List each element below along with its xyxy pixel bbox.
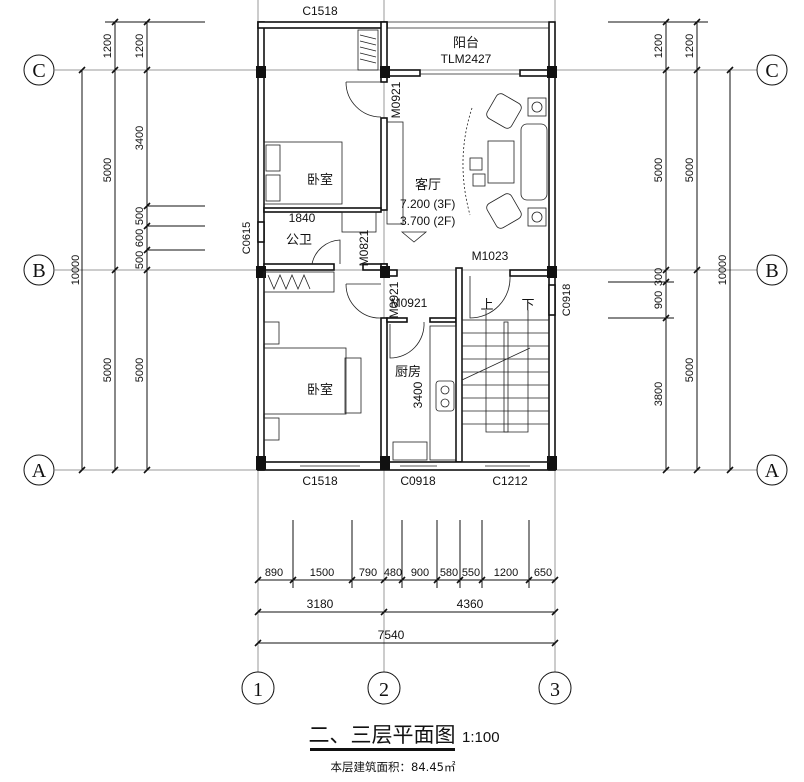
wardrobe-top: [357, 29, 379, 71]
door-label-bedroom-bottom: M0921: [391, 296, 428, 310]
axis-label-c-right: C: [765, 60, 778, 82]
sofa: [520, 123, 548, 201]
room-label-kitchen: 厨房: [395, 364, 421, 380]
dim-bottom: 1500: [310, 567, 334, 579]
room-label-bathroom: 公卫: [286, 233, 312, 248]
furniture: [263, 29, 550, 463]
dim-left-mid: 5000: [102, 158, 114, 182]
window-label-top: C1518: [302, 4, 338, 18]
floor-area-note: 本层建筑面积：84.45㎡: [331, 760, 456, 774]
window-label-bottom-1: C1518: [302, 474, 338, 488]
dim-right-inner: 1200: [653, 34, 665, 58]
axis-label-a-left: A: [32, 460, 47, 482]
door-label-entry: M1023: [472, 249, 509, 263]
dim-bottom-sub: 3180: [307, 597, 334, 611]
dim-bath-width: 1840: [289, 211, 316, 225]
dim-right-mid: 5000: [684, 158, 696, 182]
kitchen-sink: [392, 441, 428, 461]
coffee-table: [487, 140, 515, 184]
wardrobe-bottom: [263, 271, 335, 293]
dim-left-inner: 600: [134, 229, 146, 247]
dimensions-right: 1200 5000 300 900 3800 1200 5000 5000 10…: [608, 18, 734, 474]
dim-right-total: 10000: [717, 255, 729, 286]
stair-box: [461, 319, 550, 463]
dim-left-inner: 500: [134, 251, 146, 269]
door-label-bath: M0821: [357, 229, 371, 266]
dim-kitchen-length: 3400: [411, 381, 425, 408]
grid-axes: [55, 0, 757, 672]
dim-left-total: 10000: [70, 255, 82, 286]
bed-bottom: [263, 347, 347, 415]
dim-bottom-total: 7540: [378, 628, 405, 642]
title-block: 二、三层平面图 1:100 本层建筑面积：84.45㎡: [309, 723, 500, 774]
dim-left-inner: 3400: [134, 126, 146, 150]
window-label-bottom-2: C0918: [400, 474, 436, 488]
axis-bubbles: C B A C B A 1 2 3: [23, 54, 788, 705]
drawing-title: 二、三层平面图: [309, 723, 456, 747]
doors: [311, 81, 511, 359]
dim-left-mid: 1200: [102, 34, 114, 58]
elevation-3f: 7.200 (3F): [400, 197, 455, 211]
dim-bottom: 1200: [494, 567, 518, 579]
dim-right-inner: 900: [653, 291, 665, 309]
door-label-bedroom-bottom-vertical: M0921: [387, 281, 401, 318]
dim-left-inner: 5000: [134, 358, 146, 382]
room-label-balcony: 阳台: [453, 36, 479, 51]
dim-bottom: 890: [265, 567, 283, 579]
axis-label-b-right: B: [765, 260, 778, 282]
dim-bottom: 790: [359, 567, 377, 579]
dim-right-inner: 5000: [653, 158, 665, 182]
axis-label-a-right: A: [765, 460, 780, 482]
axis-label-1: 1: [253, 679, 263, 701]
dimensions-bottom: 890 1500 790 480 900 580 550 1200 650 31…: [254, 520, 559, 647]
axis-label-c-left: C: [32, 60, 45, 82]
axis-label-3: 3: [550, 679, 560, 701]
dim-left-inner: 1200: [134, 34, 146, 58]
room-label-living: 客厅: [415, 177, 441, 193]
bed-top: [263, 141, 343, 205]
dim-right-mid: 1200: [684, 34, 696, 58]
balcony-door-label: TLM2427: [441, 52, 492, 66]
window-label-bottom-3: C1212: [492, 474, 528, 488]
dim-left-mid: 5000: [102, 358, 114, 382]
dim-right-inner: 300: [653, 268, 665, 286]
walls: [257, 21, 556, 471]
door-label-bedroom-top: M0921: [389, 81, 403, 118]
tv-cabinet: [386, 121, 404, 225]
room-label-bedroom-top: 卧室: [307, 172, 333, 188]
sink-bath: [341, 211, 377, 233]
window-label-bath: C0615: [241, 222, 253, 254]
dimensions-left: 10000 1200 5000 5000 1200 3400 500 600 5…: [70, 18, 205, 474]
stove: [435, 380, 455, 412]
dim-right-mid: 5000: [684, 358, 696, 382]
stair-up-label: 上: [480, 298, 493, 313]
window-label-stair: C0918: [561, 284, 573, 316]
counter: [429, 325, 457, 461]
room-label-bedroom-bottom: 卧室: [307, 382, 333, 398]
dim-bottom: 580: [440, 567, 458, 579]
dim-bottom: 550: [462, 567, 480, 579]
dim-left-inner: 500: [134, 207, 146, 225]
dim-bottom: 900: [411, 567, 429, 579]
axis-label-b-left: B: [32, 260, 45, 282]
columns: [256, 66, 557, 470]
stair-down-label: 下: [521, 298, 534, 313]
axis-label-2: 2: [379, 679, 389, 701]
labels: C1518 阳台 TLM2427 M0921 卧室 客厅 7.200 (3F) …: [241, 4, 573, 488]
drawing-scale: 1:100: [462, 729, 500, 746]
dim-bottom: 650: [534, 567, 552, 579]
elevation-2f: 3.700 (2F): [400, 214, 455, 228]
dim-bottom: 480: [384, 567, 402, 579]
dim-right-inner: 3800: [653, 382, 665, 406]
dim-bottom-sub: 4360: [457, 597, 484, 611]
